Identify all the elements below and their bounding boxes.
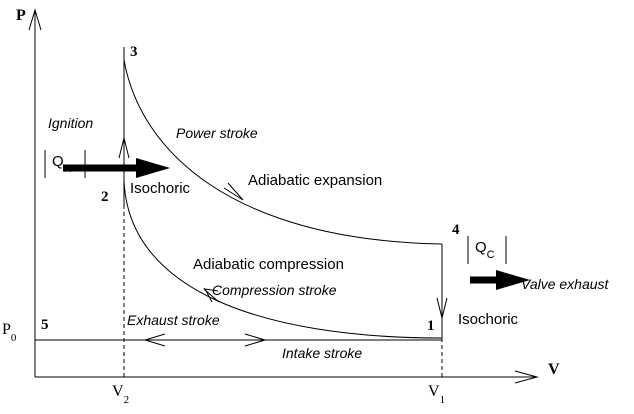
point-label-4: 4 bbox=[452, 222, 460, 238]
adiabatic-expansion-label: Adiabatic expansion bbox=[248, 172, 382, 189]
isochoric-label-left: Isochoric bbox=[130, 180, 191, 197]
svg-text:QH: QH bbox=[52, 153, 72, 175]
adiabatic-compression-label: Adiabatic compression bbox=[193, 256, 344, 273]
qc-label: QC bbox=[467, 236, 507, 264]
qc-heat-arrow bbox=[470, 270, 530, 290]
point-label-2: 2 bbox=[101, 189, 109, 205]
power-stroke-label: Power stroke bbox=[176, 125, 258, 141]
x-axis-label: V bbox=[548, 361, 560, 378]
isochoric-up-arrow bbox=[118, 137, 130, 159]
v1-label: V1 bbox=[428, 383, 445, 406]
compression-stroke-label: Compression stroke bbox=[212, 282, 337, 298]
v2-label: V2 bbox=[112, 383, 129, 406]
point-label-1: 1 bbox=[427, 318, 435, 334]
adiabatic-expansion-curve bbox=[123, 59, 443, 245]
isochoric-down-arrow bbox=[436, 297, 448, 319]
y-axis-label: P bbox=[16, 7, 26, 24]
compression-arrowhead bbox=[204, 288, 219, 303]
qh-label: QH bbox=[44, 150, 86, 178]
exhaust-stroke-label: Exhaust stroke bbox=[127, 312, 220, 328]
expansion-arrow bbox=[223, 182, 244, 201]
valve-exhaust-label: Valve exhaust bbox=[521, 276, 610, 292]
qh-heat-arrow bbox=[63, 158, 170, 178]
svg-text:QC: QC bbox=[475, 239, 495, 261]
point-label-5: 5 bbox=[41, 317, 49, 333]
isochoric-label-right: Isochoric bbox=[458, 311, 519, 328]
ignition-label: Ignition bbox=[48, 115, 93, 131]
intake-stroke-label: Intake stroke bbox=[282, 345, 362, 361]
p0-label: P0 bbox=[2, 321, 17, 344]
exhaust-left-arrow bbox=[143, 333, 166, 347]
x-axis-arrowhead bbox=[514, 370, 539, 384]
intake-right-arrow bbox=[244, 333, 267, 347]
y-axis-arrowhead bbox=[28, 8, 42, 31]
point-label-3: 3 bbox=[130, 44, 138, 60]
